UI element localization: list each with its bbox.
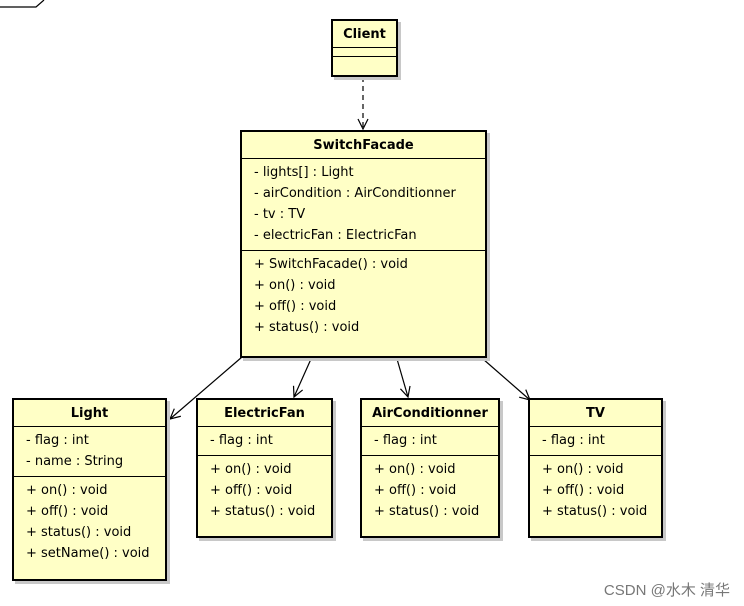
operation: + off() : void <box>254 299 337 314</box>
operation: + SwitchFacade() : void <box>254 257 408 272</box>
operation: + on() : void <box>254 278 336 293</box>
operation: + status() : void <box>210 504 316 519</box>
attribute: - lights[] : Light <box>254 165 354 180</box>
class-name: SwitchFacade <box>242 132 485 159</box>
operation: + status() : void <box>374 504 480 519</box>
class-name: Client <box>333 21 396 48</box>
operation: + on() : void <box>374 462 456 477</box>
operation: + status() : void <box>254 320 360 335</box>
operations-compartment: + SwitchFacade() : void + on() : void + … <box>242 250 485 342</box>
class-name: Light <box>14 400 165 427</box>
class-name: AirConditionner <box>362 400 498 427</box>
attributes-compartment: - flag : int - name : String <box>14 427 165 476</box>
watermark-text: CSDN @水木 清华 <box>603 582 730 599</box>
association-facade-to-light <box>170 356 243 419</box>
class-switch-facade[interactable]: SwitchFacade - lights[] : Light - airCon… <box>240 130 487 358</box>
class-name: ElectricFan <box>198 400 331 427</box>
attribute: - flag : int <box>26 433 89 448</box>
attributes-compartment <box>333 48 396 56</box>
class-electric-fan[interactable]: ElectricFan - flag : int + on() : void +… <box>196 398 333 538</box>
operation: + status() : void <box>542 504 648 519</box>
operation: + off() : void <box>26 504 109 519</box>
operation: + setName() : void <box>26 546 150 561</box>
attributes-compartment: - lights[] : Light - airCondition : AirC… <box>242 159 485 250</box>
class-light[interactable]: Light - flag : int - name : String + on(… <box>12 398 167 581</box>
association-facade-to-tv <box>482 358 530 400</box>
attributes-compartment: - flag : int <box>198 427 331 455</box>
operation: + off() : void <box>374 483 457 498</box>
operation: + on() : void <box>26 483 108 498</box>
operations-compartment <box>333 56 396 65</box>
operation: + on() : void <box>542 462 624 477</box>
attribute: - name : String <box>26 454 124 469</box>
class-air-conditionner[interactable]: AirConditionner - flag : int + on() : vo… <box>360 398 500 538</box>
class-tv[interactable]: TV - flag : int + on() : void + off() : … <box>528 398 663 538</box>
diagram-frame-corner <box>0 0 45 8</box>
attribute: - flag : int <box>542 433 605 448</box>
operations-compartment: + on() : void + off() : void + status() … <box>362 455 498 526</box>
operation: + off() : void <box>210 483 293 498</box>
operations-compartment: + on() : void + off() : void + status() … <box>14 476 165 568</box>
operation: + status() : void <box>26 525 132 540</box>
association-facade-to-airconditionner <box>396 358 408 397</box>
association-facade-to-electricfan <box>294 358 312 397</box>
operation: + on() : void <box>210 462 292 477</box>
attributes-compartment: - flag : int <box>530 427 661 455</box>
attribute: - electricFan : ElectricFan <box>254 228 417 243</box>
class-client[interactable]: Client <box>331 19 398 77</box>
operations-compartment: + on() : void + off() : void + status() … <box>198 455 331 526</box>
attribute: - tv : TV <box>254 207 306 222</box>
attribute: - flag : int <box>374 433 437 448</box>
class-name: TV <box>530 400 661 427</box>
attribute: - airCondition : AirConditionner <box>254 186 456 201</box>
operations-compartment: + on() : void + off() : void + status() … <box>530 455 661 526</box>
operation: + off() : void <box>542 483 625 498</box>
attribute: - flag : int <box>210 433 273 448</box>
attributes-compartment: - flag : int <box>362 427 498 455</box>
